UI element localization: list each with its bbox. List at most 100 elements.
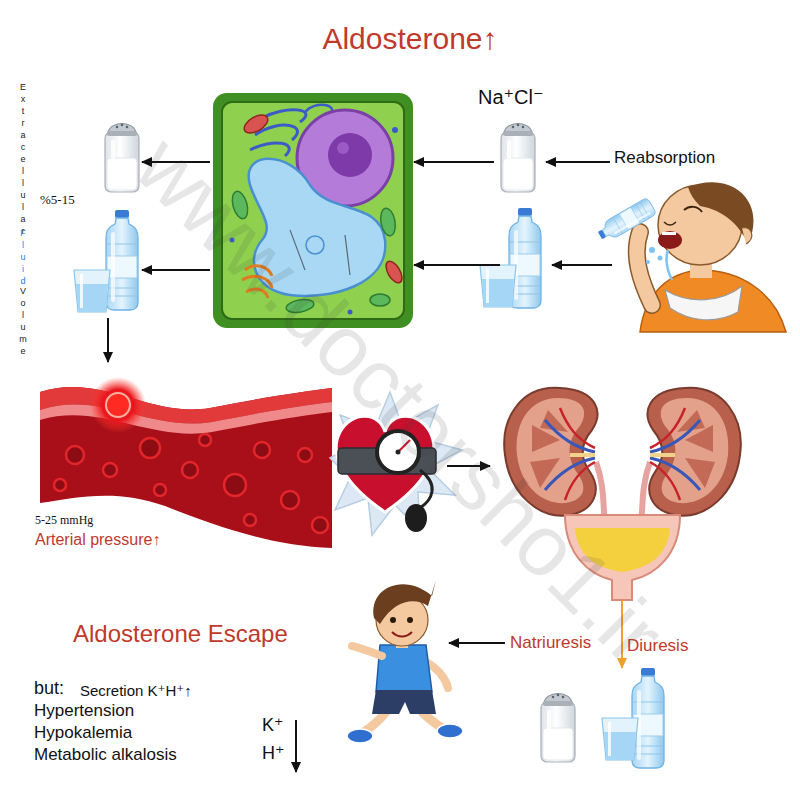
- note-label: but:: [34, 678, 64, 699]
- plant-cell: [222, 102, 404, 319]
- water-bottle: [480, 265, 516, 307]
- escape-heading: Aldosterone Escape: [73, 620, 288, 648]
- plant-cell: [348, 310, 353, 315]
- heart-pressure-gauge: [377, 431, 419, 473]
- drinking-man: [658, 231, 682, 249]
- decrease-arrow: [295, 720, 297, 772]
- heart-pressure-gauge: [420, 470, 432, 508]
- running-boy: [422, 712, 442, 728]
- flow-arrow: [552, 264, 612, 266]
- flow-arrow: [449, 643, 505, 644]
- drinking-man: [637, 232, 652, 305]
- flow-arrow: [414, 264, 500, 266]
- ion-symbol: H⁺: [262, 743, 285, 764]
- note-label: Secretion K⁺H⁺↑: [80, 682, 192, 699]
- flow-arrow: [142, 269, 210, 271]
- process-label: Reabsorption: [614, 148, 715, 168]
- blood-vessel: [40, 402, 332, 434]
- plant-cell: [370, 294, 390, 306]
- blood-vessel: [281, 491, 299, 509]
- flow-arrow: [108, 162, 612, 362]
- blood-vessel: [298, 448, 312, 462]
- pressure-range: 5-25 mmHg: [35, 514, 93, 528]
- blood-vessel: [312, 517, 328, 533]
- drinking-man: [637, 232, 652, 305]
- vertical-label: Extracellular: [18, 82, 27, 238]
- blood-vessel: [106, 393, 130, 417]
- vertical-label: Volume: [18, 286, 27, 358]
- running-boy: [347, 580, 463, 743]
- drinking-man: [649, 247, 655, 253]
- blood-vessel: [199, 434, 211, 446]
- plant-cell: [242, 266, 272, 298]
- bladder: [621, 600, 623, 668]
- title: Aldosterone↑: [322, 22, 497, 57]
- blood-vessel: [224, 474, 246, 496]
- water-bottle: [602, 668, 664, 768]
- percent-label: %5-15: [40, 193, 75, 208]
- drinking-man: [666, 250, 672, 280]
- drinking-man: [595, 182, 786, 332]
- drinking-man: [640, 270, 786, 332]
- drinking-man: [595, 197, 657, 244]
- blood-vessel: [182, 462, 198, 478]
- plant-cell: [285, 298, 315, 315]
- heart-pressure-gauge: [405, 504, 427, 532]
- list-item: Metabolic alkalosis: [34, 745, 177, 765]
- blood-vessel: [154, 484, 166, 496]
- salt-shaker: [501, 124, 535, 193]
- blood-vessel: [54, 479, 66, 491]
- drinking-man: [646, 260, 650, 264]
- blood-vessel: [90, 377, 146, 433]
- plant-cell: [213, 93, 413, 328]
- salt-shaker: [541, 694, 575, 763]
- flow-arrow: [107, 318, 109, 362]
- running-boy: [352, 646, 382, 656]
- plant-cell: [230, 238, 235, 243]
- plant-cell: [379, 207, 398, 237]
- running-boy: [376, 645, 432, 692]
- drinking-man: [688, 182, 753, 244]
- salt-shaker: [501, 124, 535, 193]
- plant-cell: [383, 259, 405, 286]
- plant-cell: [306, 236, 324, 254]
- flow-arrow: [142, 161, 210, 163]
- decrease-arrow: [296, 720, 297, 772]
- ion-label: Na⁺Cl⁻: [478, 86, 544, 109]
- blood-vessel: [244, 514, 256, 526]
- water-bottle: [602, 718, 638, 760]
- plant-cell: [213, 93, 413, 328]
- water-bottle: [106, 210, 138, 310]
- running-boy: [407, 617, 413, 623]
- heart-pressure-gauge: [398, 440, 410, 452]
- salt-shaker: [105, 124, 139, 193]
- running-boy: [373, 580, 436, 624]
- kidneys: [504, 388, 597, 516]
- running-boy: [364, 712, 386, 732]
- watermark: www.doctorsho1.ir: [117, 117, 684, 684]
- vertical-label: Fluid: [18, 228, 27, 288]
- water-bottle: [74, 210, 138, 312]
- list-item: Hypertension: [34, 701, 134, 721]
- plant-cell: [345, 235, 350, 275]
- drinking-man: [662, 232, 676, 235]
- plant-cell: [337, 142, 349, 154]
- running-boy: [392, 632, 412, 637]
- blood-vessel: [66, 446, 84, 464]
- list-item: Hypokalemia: [34, 723, 132, 743]
- heart-pressure-gauge: [396, 450, 401, 455]
- drinking-man: [664, 222, 676, 225]
- flow-arrow: [414, 161, 494, 163]
- running-boy: [390, 617, 396, 623]
- kidneys: [648, 388, 741, 516]
- outcome-label: Natriuresis: [510, 633, 591, 653]
- drinking-man: [742, 228, 752, 244]
- bladder: [575, 528, 670, 572]
- water-bottle: [74, 270, 110, 312]
- salt-shaker: [541, 694, 575, 763]
- salt-shaker: [105, 124, 139, 193]
- plant-cell: [249, 159, 386, 296]
- drinking-man: [665, 286, 742, 320]
- drinking-man: [684, 207, 702, 212]
